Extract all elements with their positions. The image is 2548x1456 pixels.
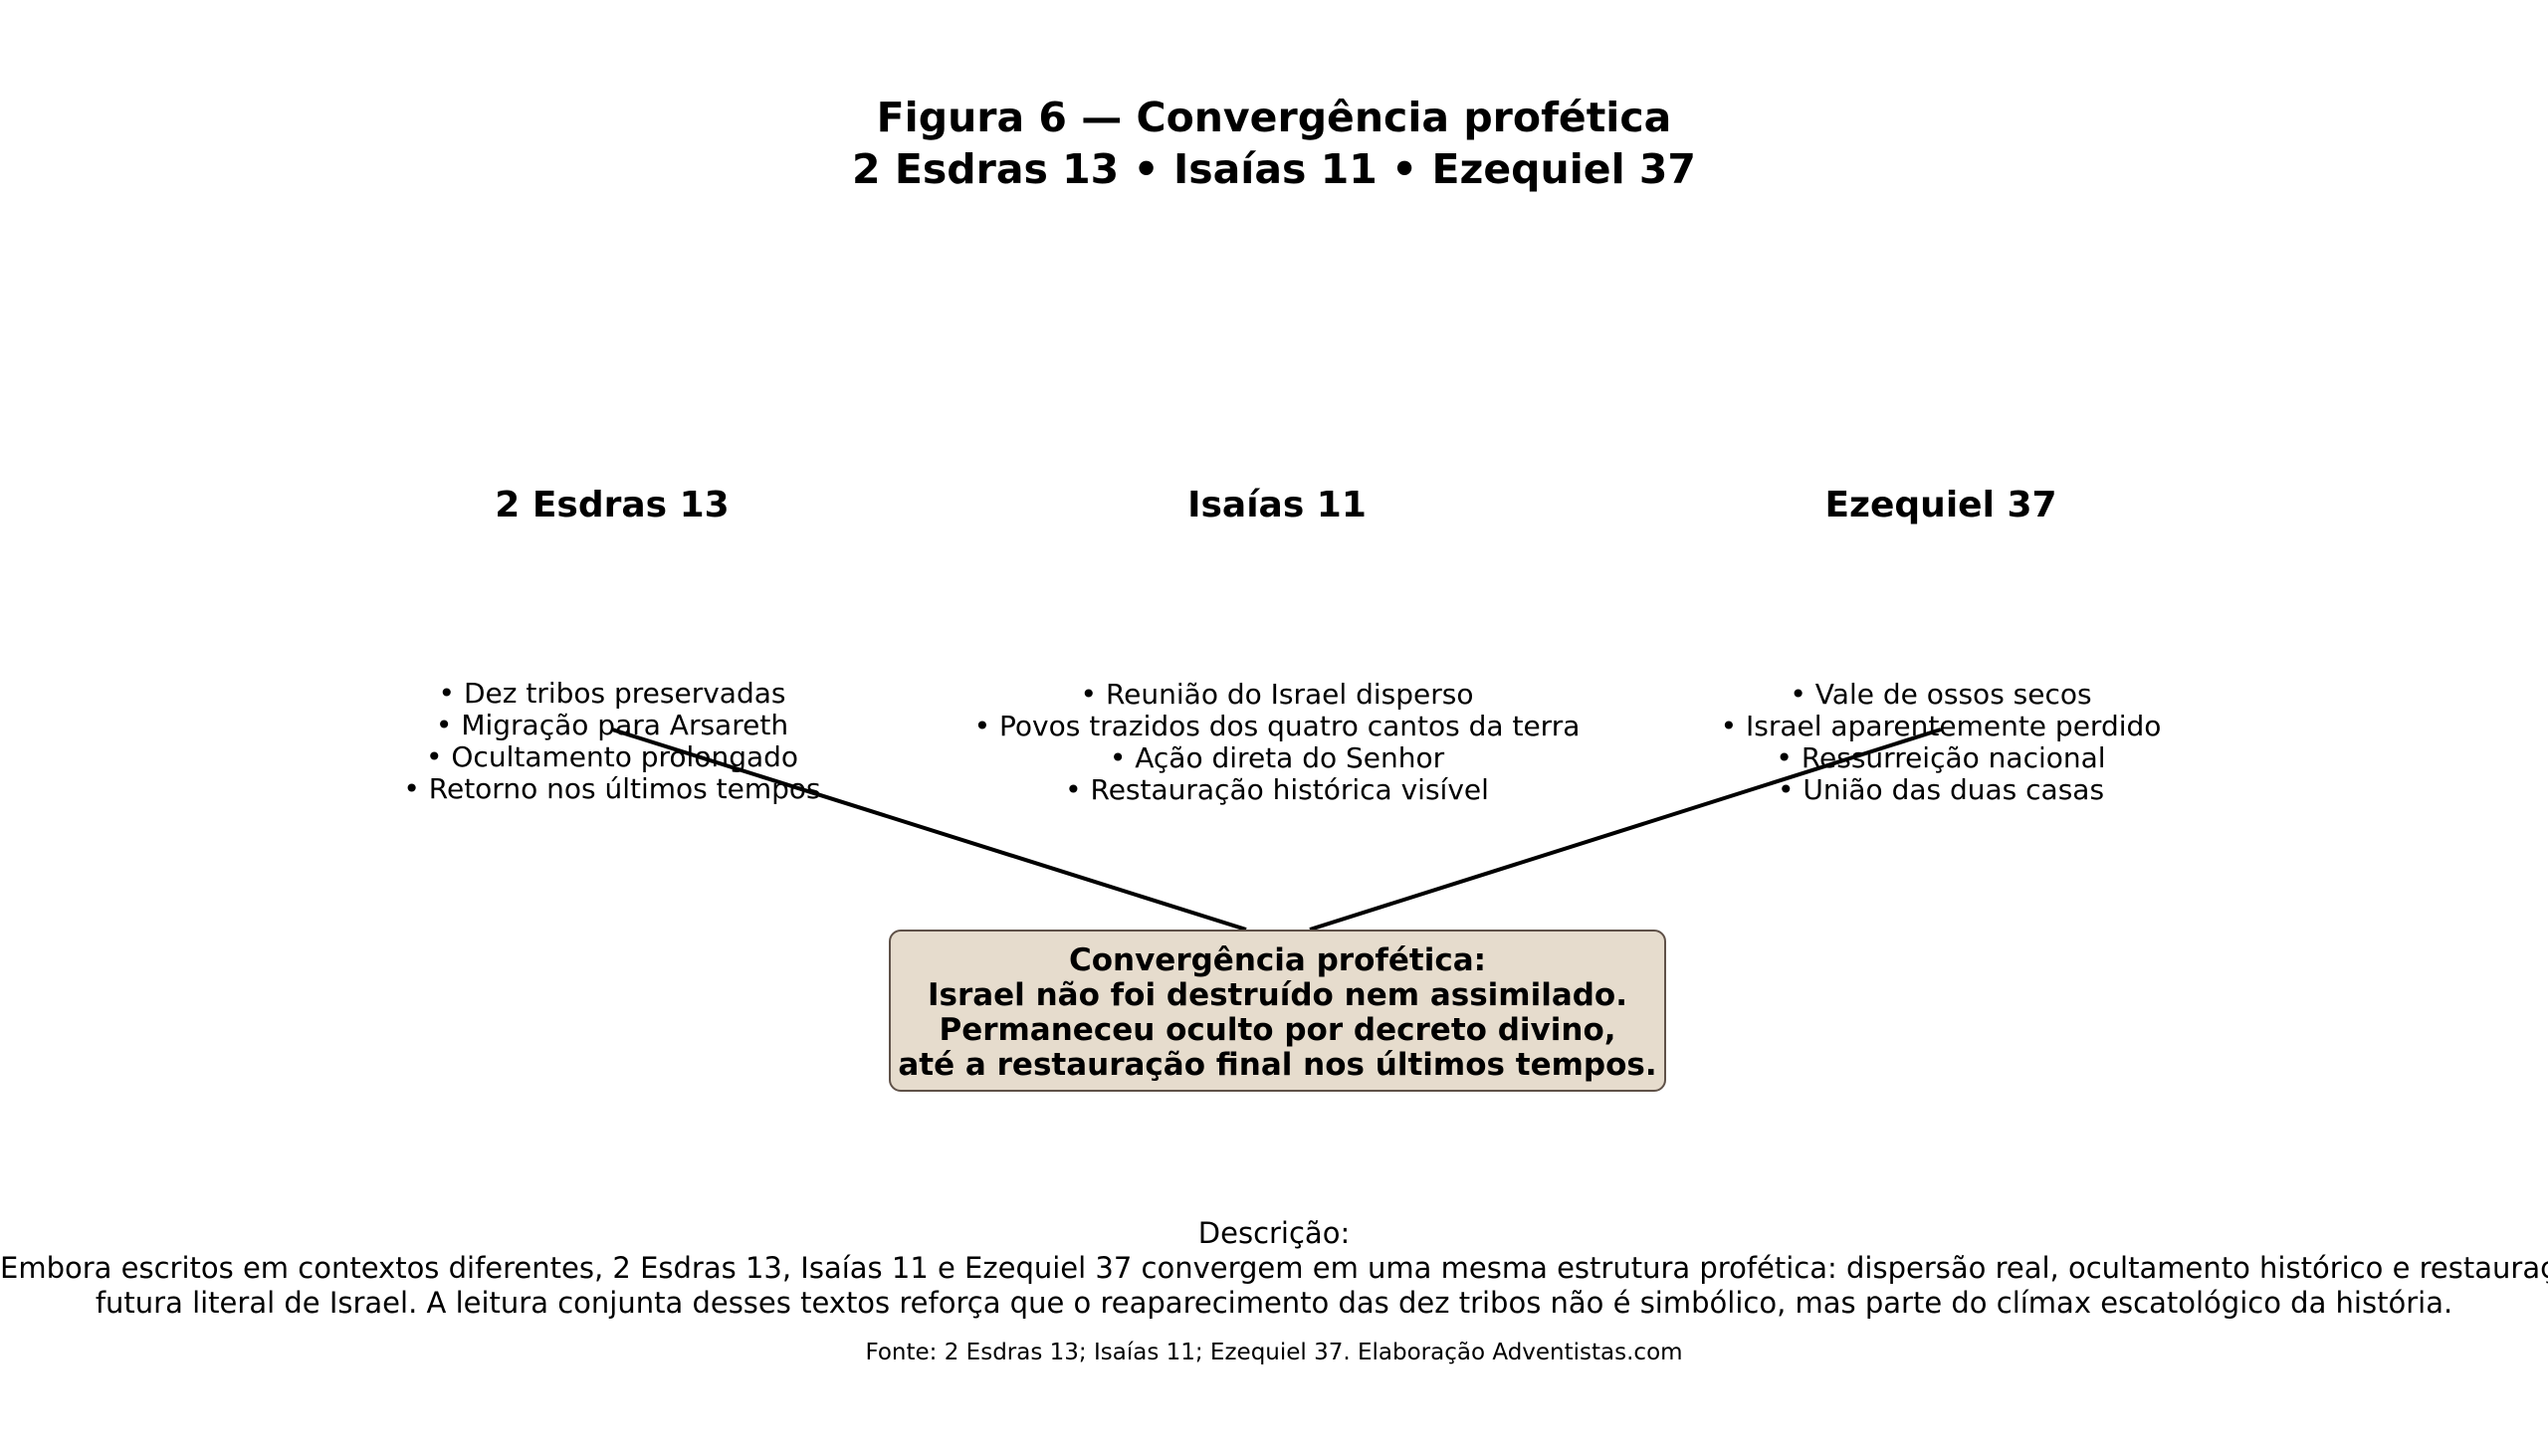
list-item: • Israel aparentemente perdido bbox=[1720, 710, 2162, 742]
description-line-1: Embora escritos em contextos diferentes,… bbox=[0, 1251, 2548, 1285]
connector-ezequiel bbox=[1309, 728, 1942, 932]
figure-title-line-2: 2 Esdras 13 • Isaías 11 • Ezequiel 37 bbox=[852, 145, 1696, 193]
connector-esdras bbox=[611, 728, 1247, 932]
column-heading-ezequiel: Ezequiel 37 bbox=[1824, 485, 2057, 525]
list-item: • Dez tribos preservadas bbox=[438, 677, 786, 710]
source-note: Fonte: 2 Esdras 13; Isaías 11; Ezequiel … bbox=[865, 1340, 1683, 1365]
description-line-2: futura literal de Israel. A leitura conj… bbox=[95, 1286, 2453, 1320]
convergence-line-3: Permaneceu oculto por decreto divino, bbox=[939, 1012, 1616, 1048]
description-label: Descrição: bbox=[1197, 1216, 1351, 1250]
list-item: • Restauração histórica visível bbox=[1065, 773, 1489, 806]
convergence-line-2: Israel não foi destruído nem assimilado. bbox=[927, 977, 1628, 1013]
description: Descrição: Embora escritos em contextos … bbox=[0, 1216, 2548, 1321]
convergence-line-4: até a restauração final nos últimos temp… bbox=[898, 1047, 1657, 1083]
list-item: • Ocultamento prolongado bbox=[425, 740, 799, 773]
convergence-line-1: Convergência profética: bbox=[1068, 942, 1487, 978]
list-item: • Vale de ossos secos bbox=[1790, 678, 2092, 711]
column-heading-isaias: Isaías 11 bbox=[1187, 485, 1367, 525]
figure-title: Figura 6 — Convergência profética 2 Esdr… bbox=[0, 92, 2548, 195]
convergence-box: Convergência profética: Israel não foi d… bbox=[889, 930, 1666, 1092]
column-list-isaias: • Reunião do Israel disperso • Povos tra… bbox=[829, 679, 1725, 806]
list-item: • Povos trazidos dos quatro cantos da te… bbox=[973, 710, 1581, 742]
column-list-ezequiel: • Vale de ossos secos • Israel aparentem… bbox=[1493, 679, 2389, 806]
column-list-esdras: • Dez tribos preservadas • Migração para… bbox=[164, 678, 1060, 805]
list-item: • Migração para Arsareth bbox=[435, 709, 789, 741]
list-item: • União das duas casas bbox=[1777, 773, 2105, 806]
list-item: • Ressurreição nacional bbox=[1776, 741, 2106, 774]
list-item: • Retorno nos últimos tempos bbox=[403, 772, 821, 805]
list-item: • Reunião do Israel disperso bbox=[1080, 678, 1474, 711]
column-heading-esdras: 2 Esdras 13 bbox=[495, 485, 730, 525]
list-item: • Ação direta do Senhor bbox=[1109, 741, 1445, 774]
figure-title-line-1: Figura 6 — Convergência profética bbox=[876, 94, 1672, 141]
